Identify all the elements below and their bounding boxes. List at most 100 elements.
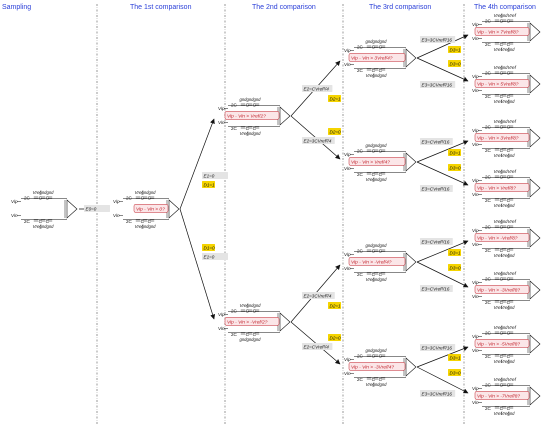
gnd-label: gnd bbox=[373, 177, 381, 182]
cap-label-2c: 2C bbox=[485, 71, 492, 76]
gnd-label: gnd bbox=[254, 131, 262, 136]
vref-label: Vref bbox=[494, 47, 503, 52]
vip-label: Vip bbox=[218, 106, 225, 111]
gnd-label: gnd bbox=[247, 337, 255, 342]
arrow-stage3-to-stage4 bbox=[416, 161, 469, 186]
vref-label: Vref bbox=[501, 359, 510, 364]
comparison-box bbox=[348, 362, 406, 371]
cap-label-c: C bbox=[372, 249, 376, 254]
vref-label: Vref bbox=[508, 219, 517, 224]
cap-label-c: C bbox=[46, 219, 50, 224]
gnd-label: gnd bbox=[149, 224, 157, 229]
arrow-stage3-to-stage4 bbox=[416, 140, 469, 163]
vip-label: Vip bbox=[218, 312, 225, 317]
cap-label-2c: 2C bbox=[485, 406, 492, 411]
bit-label: D2=0 bbox=[330, 129, 342, 134]
gnd-label: gnd bbox=[373, 277, 381, 282]
comparison-box bbox=[474, 339, 530, 348]
comparison-question: Vip - Vin > -3Vref/8? bbox=[477, 288, 520, 294]
cap-label-c: C bbox=[379, 149, 383, 154]
gnd-label: gnd bbox=[380, 39, 388, 44]
cap-label-c: C bbox=[507, 300, 511, 305]
comparator-icon bbox=[66, 199, 78, 219]
vref-label: Vref bbox=[501, 411, 510, 416]
comparator-icon bbox=[529, 22, 541, 42]
comparison-box bbox=[348, 157, 406, 166]
vref-label: Vref bbox=[508, 271, 517, 276]
comparator-icon bbox=[529, 228, 541, 248]
arrow-stage3-to-stage4 bbox=[416, 34, 469, 59]
bit-badge: D2=1 bbox=[328, 302, 341, 309]
cap-label-2c: 2C bbox=[357, 172, 364, 177]
vref-label: Vref bbox=[135, 224, 144, 229]
result-badges: E0=0E1=0D1=1D1=0E1=0E2=CVref²/4D2=1D2=0E… bbox=[84, 36, 461, 397]
energy-badge: E1=0 bbox=[202, 172, 228, 179]
cap-label-c: C bbox=[500, 331, 504, 336]
vref-label: Vref bbox=[494, 359, 503, 364]
gnd-label: gnd bbox=[366, 39, 374, 44]
cap-label-c: C bbox=[246, 309, 250, 314]
comparison-box bbox=[474, 133, 530, 142]
energy-label: E3=3CVref²/16 bbox=[422, 37, 453, 42]
comparison-question: Vip - Vin > 0? bbox=[136, 207, 165, 213]
vref-label: Vref bbox=[366, 382, 375, 387]
gnd-label: gnd bbox=[240, 97, 248, 102]
cap-label-2c: 2C bbox=[357, 68, 364, 73]
gnd-label: gnd bbox=[508, 253, 516, 258]
vref-label: Vref bbox=[135, 190, 144, 195]
cap-label-c: C bbox=[500, 71, 504, 76]
vref-label: Vref bbox=[501, 305, 510, 310]
vip-label: Vip bbox=[113, 199, 120, 204]
cap-label-c: C bbox=[253, 103, 257, 108]
vin-label: Vin bbox=[472, 242, 479, 247]
gnd-label: gnd bbox=[380, 382, 388, 387]
bit-badge: D3=1 bbox=[448, 354, 461, 361]
cap-label-c: C bbox=[379, 68, 383, 73]
cap-label-c: C bbox=[507, 354, 511, 359]
cap-label-c: C bbox=[253, 126, 257, 131]
cap-label-c: C bbox=[500, 225, 504, 230]
bit-label: D3=0 bbox=[450, 265, 462, 270]
vref-label: Vref bbox=[494, 411, 503, 416]
gnd-label: gnd bbox=[508, 411, 516, 416]
comparison-box bbox=[474, 233, 530, 242]
cap-label-c: C bbox=[500, 175, 504, 180]
cap-label-c: C bbox=[507, 383, 511, 388]
transition-arrows bbox=[79, 34, 469, 394]
bit-badge: D3=1 bbox=[448, 249, 461, 256]
vref-label: Vref bbox=[508, 377, 517, 382]
vref-label: Vref bbox=[494, 99, 503, 104]
comparator-icon bbox=[529, 280, 541, 300]
gnd-label: gnd bbox=[366, 143, 374, 148]
comparator-icon bbox=[529, 386, 541, 406]
cap-label-c: C bbox=[46, 196, 50, 201]
vip-label: Vip bbox=[472, 74, 479, 79]
cap-label-c: C bbox=[500, 198, 504, 203]
cap-label-2c: 2C bbox=[485, 225, 492, 230]
cap-label-c: C bbox=[372, 149, 376, 154]
arrow-stage3-to-stage4 bbox=[416, 240, 469, 263]
arrow-stage1-to-stage2-down bbox=[179, 208, 216, 320]
vref-label: Vref bbox=[494, 219, 503, 224]
bit-badge: D3=1 bbox=[448, 149, 461, 156]
header-first-comparison: The 1st comparison bbox=[130, 4, 192, 11]
cap-label-2c: 2C bbox=[357, 45, 364, 50]
comparison-box bbox=[348, 53, 406, 62]
vref-label: Vref bbox=[494, 305, 503, 310]
energy-label: E2=3CVref²/4 bbox=[304, 138, 332, 143]
cap-label-2c: 2C bbox=[231, 103, 238, 108]
gnd-label: gnd bbox=[380, 277, 388, 282]
vip-label: Vip bbox=[472, 334, 479, 339]
comparator-icon bbox=[405, 252, 417, 272]
energy-badge: E3=3CVref²/16 bbox=[420, 344, 456, 351]
gnd-label: gnd bbox=[366, 348, 374, 353]
vref-label: Vref bbox=[33, 224, 42, 229]
gnd-label: gnd bbox=[373, 382, 381, 387]
vref-label: Vref bbox=[501, 47, 510, 52]
cap-label-2c: 2C bbox=[357, 272, 364, 277]
